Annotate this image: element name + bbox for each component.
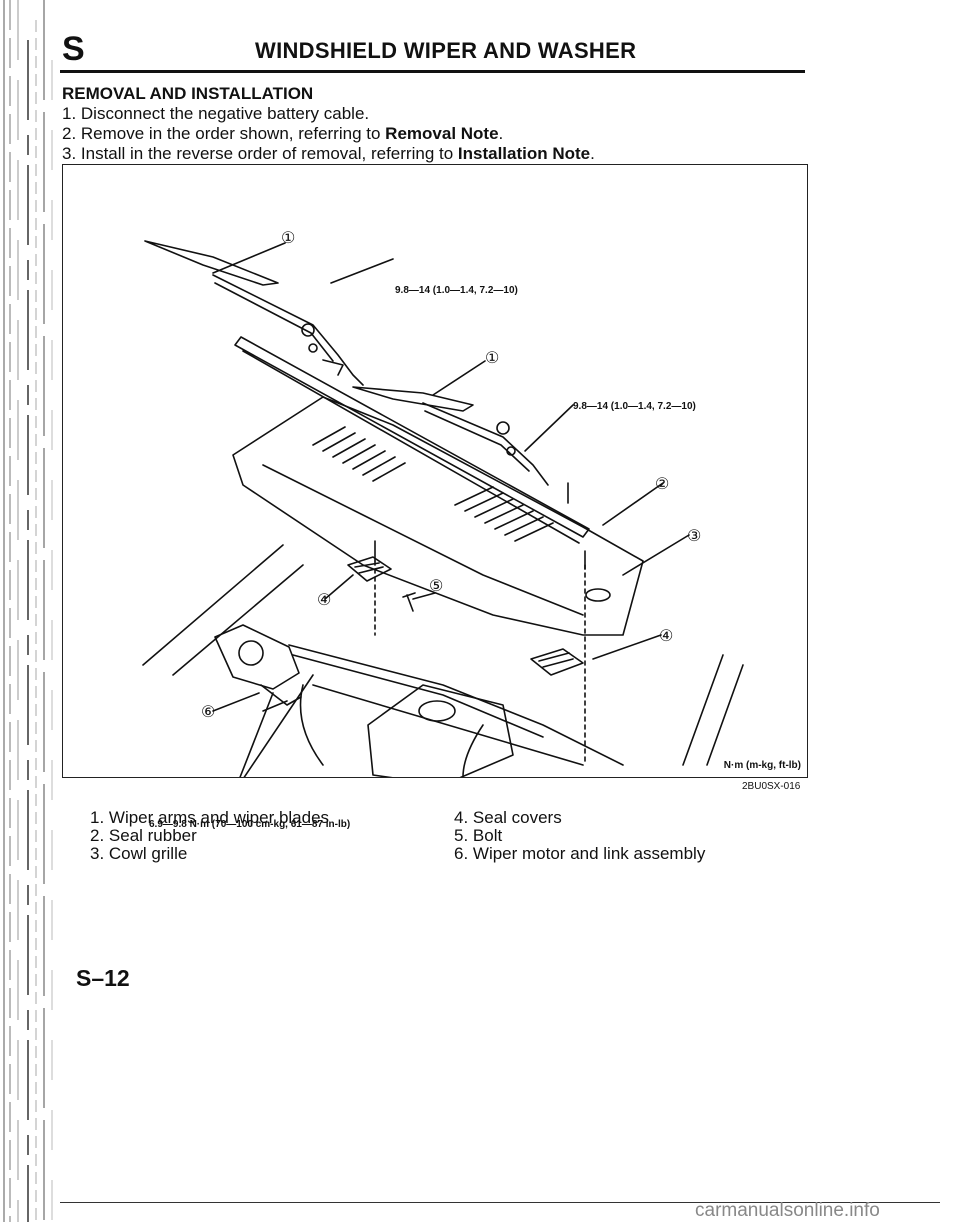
seal-rubber-drawing [234, 336, 590, 538]
page-number: S–12 [76, 965, 130, 991]
cowl-grille-drawing [232, 396, 644, 636]
legend-item-6: 6. Wiper motor and link assembly [454, 844, 706, 863]
units-label: N·m (m-kg, ft-lb) [723, 760, 801, 771]
callout-1a: ① [281, 228, 295, 247]
callout-6: ⑥ [201, 702, 215, 721]
header-rule [60, 70, 805, 73]
legend-item-5: 5. Bolt [454, 826, 503, 845]
wiper-arm-2 [422, 402, 549, 486]
step-3-text: 3. Install in the reverse order of remov… [62, 144, 458, 163]
watermark: carmanualsonline.info [695, 1200, 880, 1221]
callout-4b: ④ [659, 626, 673, 645]
section-title: REMOVAL AND INSTALLATION [62, 84, 314, 103]
step-1: 1. Disconnect the negative battery cable… [62, 104, 369, 124]
seal-cover-2 [530, 648, 584, 676]
torque-spec-2: 9.8—14 (1.0—1.4, 7.2—10) [573, 401, 696, 412]
wiper-blade-1 [144, 240, 279, 286]
wiper-arm-1 [212, 274, 364, 386]
step-2: 2. Remove in the order shown, referring … [62, 124, 503, 144]
installation-note-ref: Installation Note [457, 144, 591, 163]
step-1-text: 1. Disconnect the negative battery cable… [62, 104, 370, 123]
washer-tank-drawing [367, 684, 514, 777]
callout-3: ③ [687, 526, 701, 545]
page-title: WINDSHIELD WIPER AND WASHER [255, 38, 637, 63]
step-3-suffix: . [590, 144, 595, 163]
seal-cover-1 [347, 556, 392, 582]
binding-edge [0, 0, 60, 1222]
legend-item-3: 3. Cowl grille [90, 844, 188, 863]
step-3: 3. Install in the reverse order of remov… [62, 144, 595, 164]
callout-5: ⑤ [429, 576, 443, 595]
figure-code: 2BU0SX-016 [742, 781, 801, 792]
torque-spec-1: 9.8—14 (1.0—1.4, 7.2—10) [395, 285, 518, 296]
washer-hose-drawing [299, 684, 484, 777]
step-2-suffix: . [498, 124, 504, 143]
wiper-blade-2 [352, 386, 474, 412]
footer-rule [60, 1202, 940, 1203]
torque-spec-3: 6.9—9.8 N·m (70—100 cm-kg, 61—87 in-lb) [149, 819, 351, 830]
legend-item-1: 1. Wiper arms and wiper blades [90, 808, 330, 827]
exploded-view-drawing: ① ① ② ③ ④ ④ ⑤ ⑥ [142, 228, 744, 777]
callout-1b: ① [485, 348, 499, 367]
legend-item-2: 2. Seal rubber [90, 826, 197, 845]
step-2-text: 2. Remove in the order shown, referring … [62, 124, 386, 143]
binding-edge-marks [3, 0, 53, 1222]
link-rod-drawing [288, 644, 624, 766]
section-letter: S [62, 30, 85, 68]
callout-2: ② [655, 474, 669, 493]
wiper-motor-drawing [214, 624, 300, 690]
callout-4a: ④ [317, 590, 331, 609]
exploded-view-figure: ① ① ② ③ ④ ④ ⑤ ⑥ 9.8—14 (1.0—1.4, 7.2—10)… [62, 164, 808, 830]
bolt-drawing [402, 592, 416, 612]
removal-note-ref: Removal Note [385, 124, 499, 143]
legend-item-4: 4. Seal covers [454, 808, 562, 827]
